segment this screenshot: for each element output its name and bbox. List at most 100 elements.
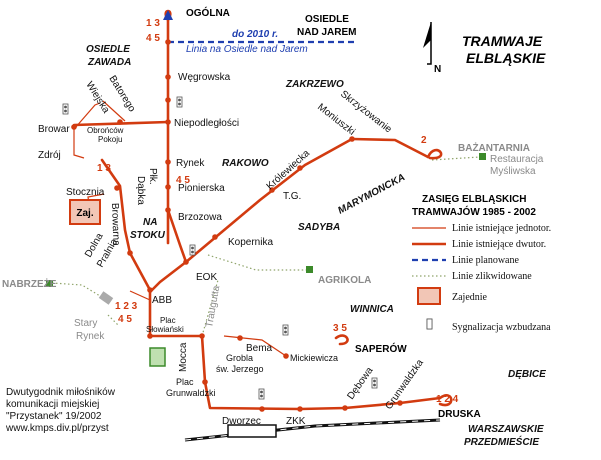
stop-zkk (297, 406, 303, 412)
label-niepodleglosci: Niepodległości (174, 118, 239, 129)
single-track-zdroj (73, 128, 85, 159)
routes-ogolna-b: 4 5 (146, 33, 160, 44)
routes-bazantarnia: 2 (421, 135, 427, 146)
terminus-bazantarnia: BAŻANTARNIA (458, 141, 530, 154)
single-track-batorego (102, 100, 126, 122)
abandoned-line-traugutta (201, 279, 219, 337)
restaurant-line1: Restauracja (490, 154, 544, 165)
legend: ZASIĘG ELBLĄSKICH TRAMWAJÓW 1985 - 2002 … (412, 194, 551, 333)
stop-grobla (237, 335, 243, 341)
green-stop-icon (479, 153, 486, 160)
label-browar: Browar (38, 124, 70, 135)
terminus-druska: DRUSKA (438, 409, 481, 420)
track-bazantarnia (350, 137, 430, 159)
single-track-abb-loop (129, 290, 151, 301)
label-stary: Stary (74, 318, 97, 329)
label-grobla: Grobla (226, 353, 253, 363)
label-bema: Bema (246, 343, 273, 354)
abandoned-line-bazantarnia (431, 156, 481, 161)
label-brzozowa: Brzozowa (178, 212, 222, 223)
legend-item-signal: Sygnalizacja wzbudzana (452, 322, 551, 333)
label-krolewiecka: Królewiecka (265, 148, 313, 193)
depot-label: Zaj. (76, 208, 93, 219)
terminus-nad-jarem-1: OSIEDLE (305, 14, 349, 25)
label-mickiewicza: Mickiewicza (290, 353, 338, 363)
north-label: N (434, 64, 441, 75)
routes-abb-a: 1 2 3 (115, 301, 138, 312)
stop-eok (183, 259, 189, 265)
depot-mocca-icon (149, 347, 166, 367)
track-saperow-loop (334, 334, 349, 346)
routes-ogolna-a: 1 3 (146, 18, 160, 29)
track-eok-to-abb (148, 260, 188, 294)
label-debowa: Dębowa (345, 365, 375, 402)
stops (71, 39, 403, 412)
label-plac-gr: Plac (176, 377, 194, 387)
stop-abb (147, 287, 153, 293)
signal-icon (282, 324, 289, 336)
track-druska-loop (438, 394, 453, 407)
legend-item-abandoned: Linie zlikwidowane (452, 271, 532, 282)
routes-abb-b: 4 5 (118, 314, 132, 325)
single-track-wiejska (74, 102, 101, 129)
stop-brzozowa (165, 207, 171, 213)
legend-item-single: Linie istniejące jednotor. (452, 223, 551, 234)
planned-caption: Linia na Osiedle nad Jarem (186, 44, 308, 55)
stop-stocznia (114, 185, 120, 191)
signal-icon (258, 388, 265, 400)
stop-grunwaldzka (397, 400, 403, 406)
label-tg: T.G. (283, 191, 301, 202)
label-plac-sl: Plac (160, 316, 176, 325)
stop-mickiewicza (283, 353, 289, 359)
stop-plac-grunwaldzki (202, 379, 208, 385)
stop-rynek (165, 159, 171, 165)
terminus-saperow: SAPERÓW (355, 342, 407, 355)
district-zawada-1: OSIEDLE (86, 44, 130, 55)
district-winnica: WINNICA (350, 304, 394, 315)
green-stop-icon (46, 280, 53, 287)
abandoned-line-nabrzeze (51, 282, 101, 297)
terminus-agrikola: AGRIKOLA (318, 275, 371, 286)
routes-pionierska: 4 5 (176, 175, 190, 186)
label-zdroj: Zdrój (38, 150, 61, 161)
stop-wegrowska (165, 74, 171, 80)
stop-krolewiecka (297, 165, 303, 171)
stop-dworzec (259, 406, 265, 412)
label-slowianski: Słowiański (146, 325, 184, 334)
stop-moniuszki (349, 136, 355, 142)
abandoned-lines (51, 156, 481, 337)
district-rakowo: RAKOWO (222, 158, 269, 169)
label-obroncow: Obrońców (87, 126, 124, 135)
label-dabka: Dąbka (135, 176, 146, 205)
label-abb: ABB (152, 295, 172, 306)
stop-debowa (342, 405, 348, 411)
routes-druska: 1 2 4 (436, 394, 459, 405)
credit-line-3: "Przystanek" 19/2002 (6, 411, 102, 422)
legend-title-1: ZASIĘG ELBLĄSKICH (422, 194, 526, 205)
north-arrow-icon: N (423, 22, 441, 75)
stop-batorego (165, 97, 171, 103)
routes-saperow: 3 5 (333, 323, 347, 334)
label-wegrowska: Węgrowska (178, 72, 231, 83)
stop-niepodleglosci (165, 119, 171, 125)
railway (184, 418, 441, 442)
stop-tg (269, 187, 275, 193)
depot-agrikola-icon (98, 291, 114, 305)
map-title-line2: ELBLĄSKIE (466, 50, 546, 66)
label-rynek: Rynek (176, 158, 205, 169)
label-browarna: Browarna (109, 203, 122, 247)
routes-stocznia: 1 3 (97, 163, 111, 174)
signal-icon (176, 96, 183, 108)
district-przedmiescie: PRZEDMIEŚCIE (464, 435, 539, 448)
label-sw-jerzego: św. Jerzego (216, 364, 264, 374)
label-zkk: ZKK (286, 416, 306, 427)
track-bazantarnia-loop (426, 148, 443, 160)
legend-item-planned: Linie planowane (452, 255, 519, 266)
terminus-ogolna: OGÓLNA (186, 6, 230, 19)
district-sadyba: SADYBA (298, 222, 340, 233)
legend-swatch-depot (417, 287, 441, 305)
label-mocca: Mocca (178, 342, 189, 372)
depot-zaj: Zaj. (69, 199, 101, 225)
label-grunwaldzki: Grunwaldzki (166, 388, 216, 398)
label-pokoju: Pokoju (98, 135, 122, 144)
